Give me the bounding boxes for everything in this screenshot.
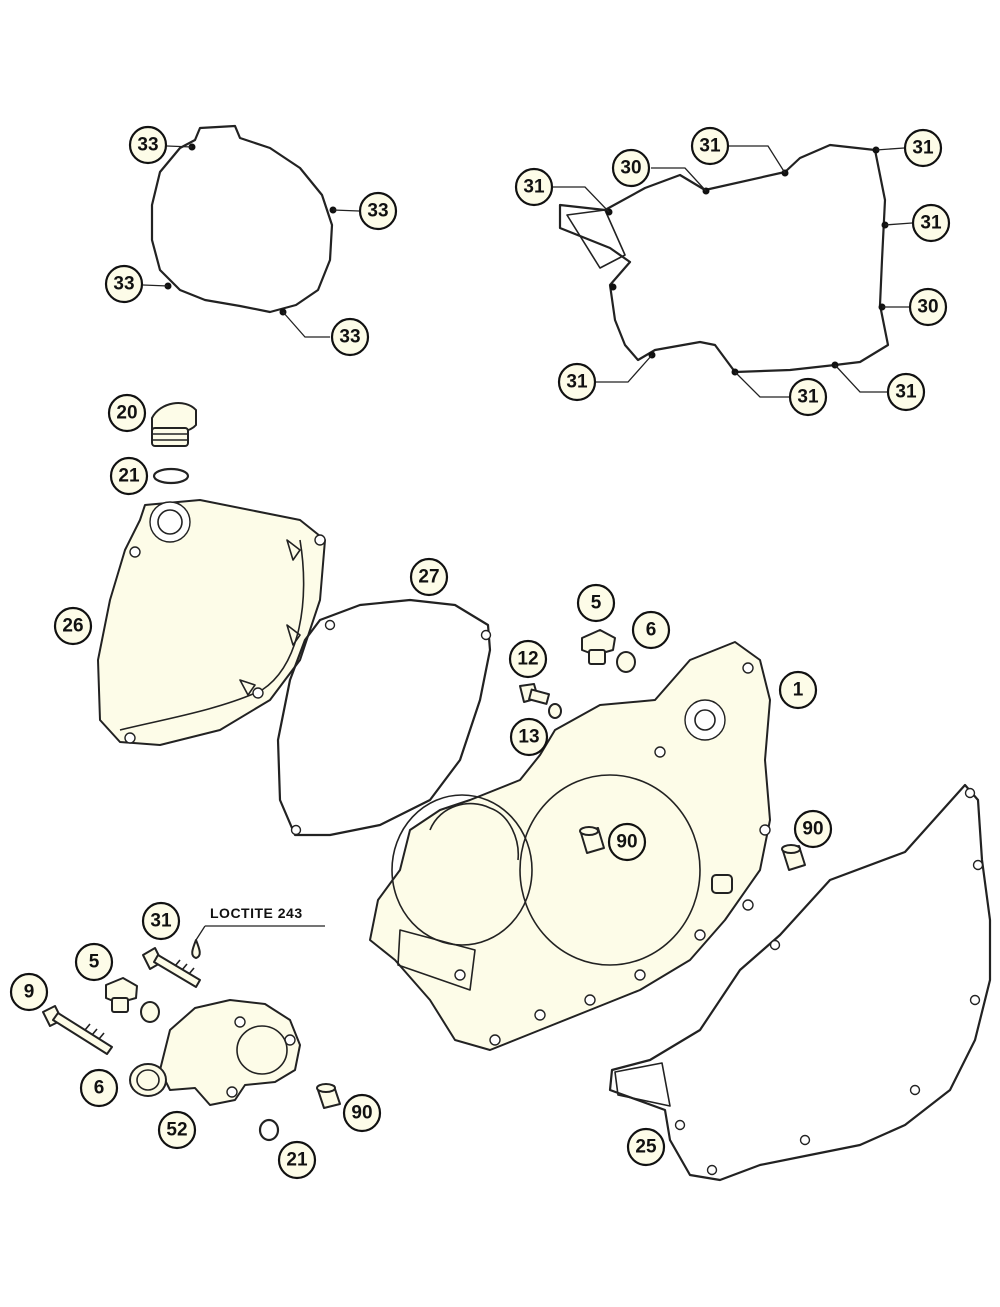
svg-text:90: 90	[351, 1103, 372, 1124]
svg-text:31: 31	[699, 136, 721, 157]
svg-text:33: 33	[367, 201, 388, 222]
callout-33-a: 33	[128, 125, 168, 165]
callout-31-g: 31	[886, 372, 926, 412]
clutch-cover	[369, 641, 771, 1051]
callout-21-a: 21	[109, 456, 149, 496]
svg-text:1: 1	[793, 680, 804, 701]
screw-plug-upper	[581, 629, 616, 665]
clutch-cover-inner-gasket	[558, 143, 890, 376]
seal-ring-upper	[616, 651, 636, 673]
loctite-drop-icon	[191, 939, 201, 959]
seal-ring-lower	[140, 1001, 160, 1023]
o-ring-plug	[152, 467, 190, 485]
callout-90-c: 90	[342, 1093, 382, 1133]
leader-lines	[142, 145, 913, 398]
callout-90-a: 90	[607, 822, 647, 862]
svg-text:30: 30	[620, 158, 641, 179]
svg-text:27: 27	[418, 567, 439, 588]
svg-text:21: 21	[286, 1150, 308, 1171]
callout-90-b: 90	[793, 809, 833, 849]
callout-21-b: 21	[277, 1140, 317, 1180]
svg-text:90: 90	[616, 832, 637, 853]
bolt-31	[142, 947, 201, 988]
outer-cover-gasket	[276, 598, 492, 837]
svg-text:6: 6	[94, 1078, 105, 1099]
callout-31-f: 31	[788, 377, 828, 417]
o-ring-lower	[258, 1118, 280, 1142]
callout-31-a: 31	[690, 126, 730, 166]
oil-filler-plug	[151, 402, 197, 447]
callout-5-a: 5	[576, 583, 616, 623]
callout-12: 12	[508, 639, 548, 679]
svg-text:5: 5	[591, 593, 602, 614]
svg-text:9: 9	[24, 982, 35, 1003]
callout-13: 13	[509, 717, 549, 757]
clutch-cover-gasket	[608, 783, 992, 1182]
callout-5-b: 5	[74, 942, 114, 982]
svg-text:6: 6	[646, 620, 657, 641]
svg-text:33: 33	[113, 274, 134, 295]
dowel-sleeve-b	[781, 844, 806, 871]
callout-6-b: 6	[79, 1068, 119, 1108]
dowel-sleeve-a	[579, 826, 605, 854]
bolt-9	[42, 1005, 113, 1055]
svg-text:33: 33	[339, 327, 360, 348]
callout-33-b: 33	[358, 191, 398, 231]
loctite-note-text: LOCTITE 243	[210, 905, 303, 921]
svg-text:31: 31	[920, 213, 942, 234]
callout-33-d: 33	[330, 317, 370, 357]
svg-text:52: 52	[166, 1120, 187, 1141]
ignition-cover-gasket	[150, 124, 337, 316]
svg-text:5: 5	[89, 952, 100, 973]
svg-text:90: 90	[802, 819, 823, 840]
water-pump-cover	[129, 999, 301, 1106]
svg-text:20: 20	[116, 403, 137, 424]
callout-31-e: 31	[557, 362, 597, 402]
callout-52: 52	[157, 1110, 197, 1150]
callout-6-a: 6	[631, 610, 671, 650]
svg-text:33: 33	[137, 135, 158, 156]
screw-plug-lower	[105, 977, 138, 1013]
callout-27: 27	[409, 557, 449, 597]
dowel-sleeve-c	[316, 1083, 341, 1109]
callout-31-c: 31	[514, 167, 554, 207]
svg-text:31: 31	[912, 138, 934, 159]
svg-text:31: 31	[150, 911, 172, 932]
svg-text:31: 31	[895, 382, 917, 403]
callout-20: 20	[107, 393, 147, 433]
svg-text:21: 21	[118, 466, 140, 487]
callout-26: 26	[53, 606, 93, 646]
outer-clutch-cover	[97, 499, 326, 746]
svg-text:31: 31	[797, 387, 819, 408]
callout-30-a: 30	[611, 148, 651, 188]
svg-text:31: 31	[566, 372, 588, 393]
callout-1: 1	[778, 670, 818, 710]
callout-31-d: 31	[911, 203, 951, 243]
loctite-note: LOCTITE 243	[195, 905, 325, 941]
svg-text:26: 26	[62, 616, 83, 637]
svg-text:30: 30	[917, 297, 938, 318]
callout-25: 25	[626, 1127, 666, 1167]
ring-13	[548, 703, 562, 719]
callout-31-b: 31	[903, 128, 943, 168]
svg-text:25: 25	[635, 1137, 657, 1158]
svg-text:31: 31	[523, 177, 545, 198]
callout-30-b: 30	[908, 287, 948, 327]
svg-text:12: 12	[517, 649, 538, 670]
callout-33-c: 33	[104, 264, 144, 304]
svg-text:13: 13	[518, 727, 539, 748]
callout-31-h: 31	[141, 901, 181, 941]
callout-9: 9	[9, 972, 49, 1012]
screw-12	[519, 683, 551, 705]
